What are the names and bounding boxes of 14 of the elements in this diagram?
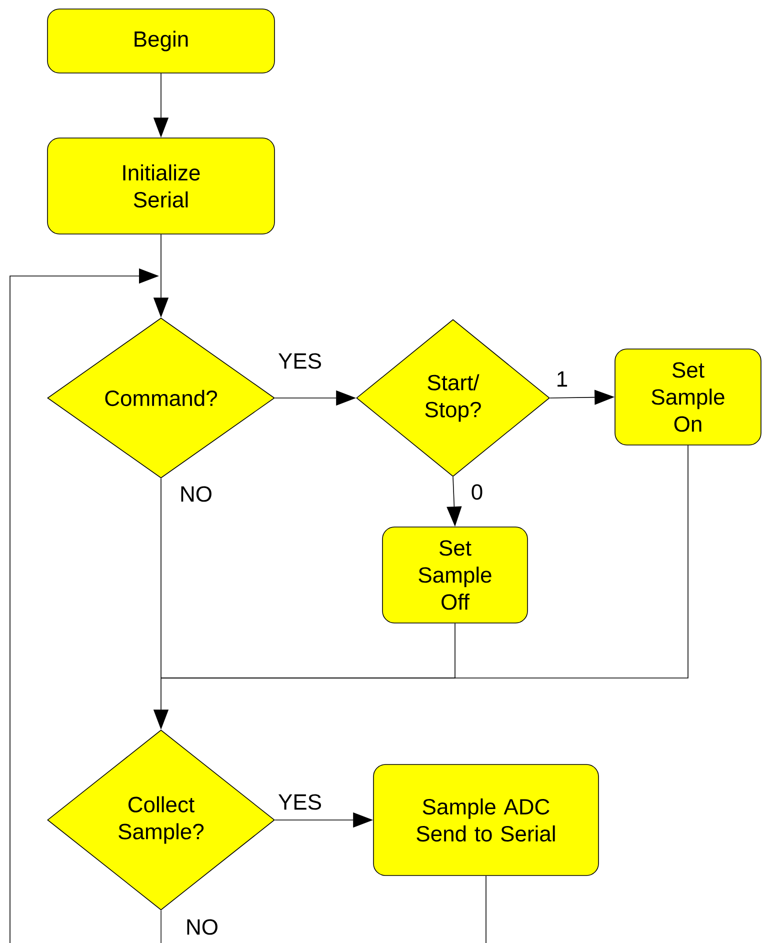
- connector-line: [160, 910, 162, 943]
- edge-label: YES: [276, 793, 323, 811]
- edge-label: NO: [178, 485, 214, 503]
- connector-line: [160, 445, 688, 678]
- process-box: Set Sample On: [614, 348, 762, 446]
- process-box: Set Sample Off: [382, 526, 528, 624]
- process-box: Sample ADC Send to Serial: [373, 764, 599, 876]
- edge-label: 0: [470, 483, 484, 501]
- edge-label: YES: [276, 352, 323, 370]
- connector-line: [160, 478, 162, 678]
- process-box: Begin: [47, 8, 275, 74]
- edge-label: NO: [184, 918, 220, 936]
- process-box: Initialize Serial: [47, 138, 275, 234]
- edge-label: 1: [554, 370, 570, 388]
